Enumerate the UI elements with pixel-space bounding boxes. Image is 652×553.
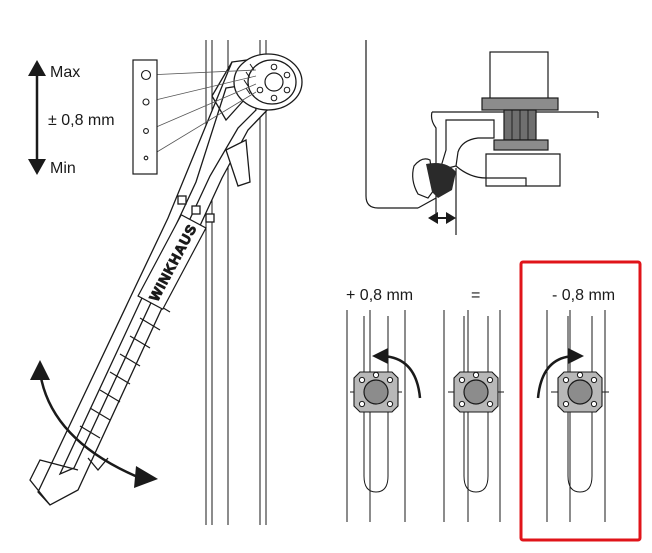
scale-plate	[132, 59, 158, 175]
scale-leader-lines	[146, 69, 257, 159]
section-detail	[365, 40, 599, 235]
plus-adjustment-label: + 0,8 mm	[346, 287, 413, 304]
max-label: Max	[50, 64, 80, 81]
handle-adjustment-cam	[233, 53, 303, 111]
minus-adjustment-panel	[536, 310, 609, 522]
highlight-frame	[519, 260, 642, 542]
cam-minus-icon	[557, 371, 603, 413]
gasket-seal	[412, 158, 456, 199]
min-label: Min	[50, 160, 76, 177]
minus-adjustment-label: - 0,8 mm	[552, 287, 615, 304]
swing-arrow	[30, 360, 158, 488]
max-min-arrow	[28, 60, 46, 175]
tolerance-label: ± 0,8 mm	[48, 112, 115, 129]
clockwise-arrow-icon	[536, 348, 584, 399]
cam-plus-icon	[353, 371, 399, 413]
plus-adjustment-panel	[346, 310, 422, 522]
counterclockwise-arrow-icon	[372, 348, 422, 399]
neutral-adjustment-label: =	[471, 287, 480, 304]
neutral-adjustment-panel	[443, 310, 504, 522]
cam-neutral-icon	[453, 371, 499, 413]
gap-arrow	[428, 212, 456, 224]
